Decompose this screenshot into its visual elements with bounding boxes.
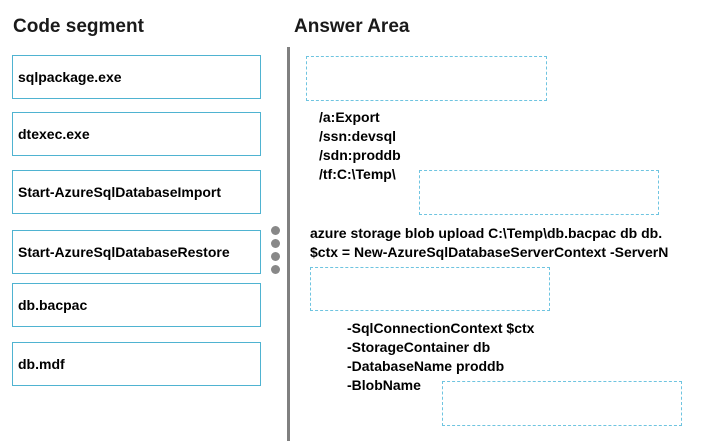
answer-drop-target-4[interactable]	[442, 381, 682, 426]
code-line: /tf:C:\Temp\	[319, 166, 396, 182]
command-block-1: /a:Export /ssn:devsql /sdn:proddb /tf:C:…	[319, 108, 401, 184]
code-line: /sdn:proddb	[319, 147, 401, 163]
code-segment-sqlpackage[interactable]: sqlpackage.exe	[12, 55, 261, 99]
code-segment-start-restore[interactable]: Start-AzureSqlDatabaseRestore	[12, 230, 261, 274]
grip-dot-icon	[271, 265, 280, 274]
answer-area-title: Answer Area	[294, 16, 410, 37]
panel-divider	[287, 47, 290, 441]
grip-dot-icon	[271, 226, 280, 235]
command-block-2: azure storage blob upload C:\Temp\db.bac…	[310, 224, 713, 262]
code-segment-title: Code segment	[13, 16, 144, 37]
answer-drop-target-3[interactable]	[310, 267, 550, 311]
answer-drop-target-1[interactable]	[306, 56, 547, 101]
code-line: azure storage blob upload C:\Temp\db.bac…	[310, 225, 663, 241]
code-segment-db-bacpac[interactable]: db.bacpac	[12, 283, 261, 327]
code-line: -BlobName	[347, 377, 421, 393]
code-line: /ssn:devsql	[319, 128, 397, 144]
splitter-handle[interactable]	[271, 226, 281, 274]
code-segment-dtexec[interactable]: dtexec.exe	[12, 112, 261, 156]
grip-dot-icon	[271, 252, 280, 261]
code-line: $ctx = New-AzureSqlDatabaseServerContext…	[310, 244, 669, 260]
code-line: -DatabaseName proddb	[347, 358, 505, 374]
code-segment-start-import[interactable]: Start-AzureSqlDatabaseImport	[12, 170, 261, 214]
code-line: -SqlConnectionContext $ctx	[347, 320, 535, 336]
code-line: -StorageContainer db	[347, 339, 491, 355]
grip-dot-icon	[271, 239, 280, 248]
code-line: /a:Export	[319, 109, 380, 125]
command-block-3: -SqlConnectionContext $ctx -StorageConta…	[347, 319, 534, 395]
answer-drop-target-2[interactable]	[419, 170, 659, 215]
code-segment-db-mdf[interactable]: db.mdf	[12, 342, 261, 386]
